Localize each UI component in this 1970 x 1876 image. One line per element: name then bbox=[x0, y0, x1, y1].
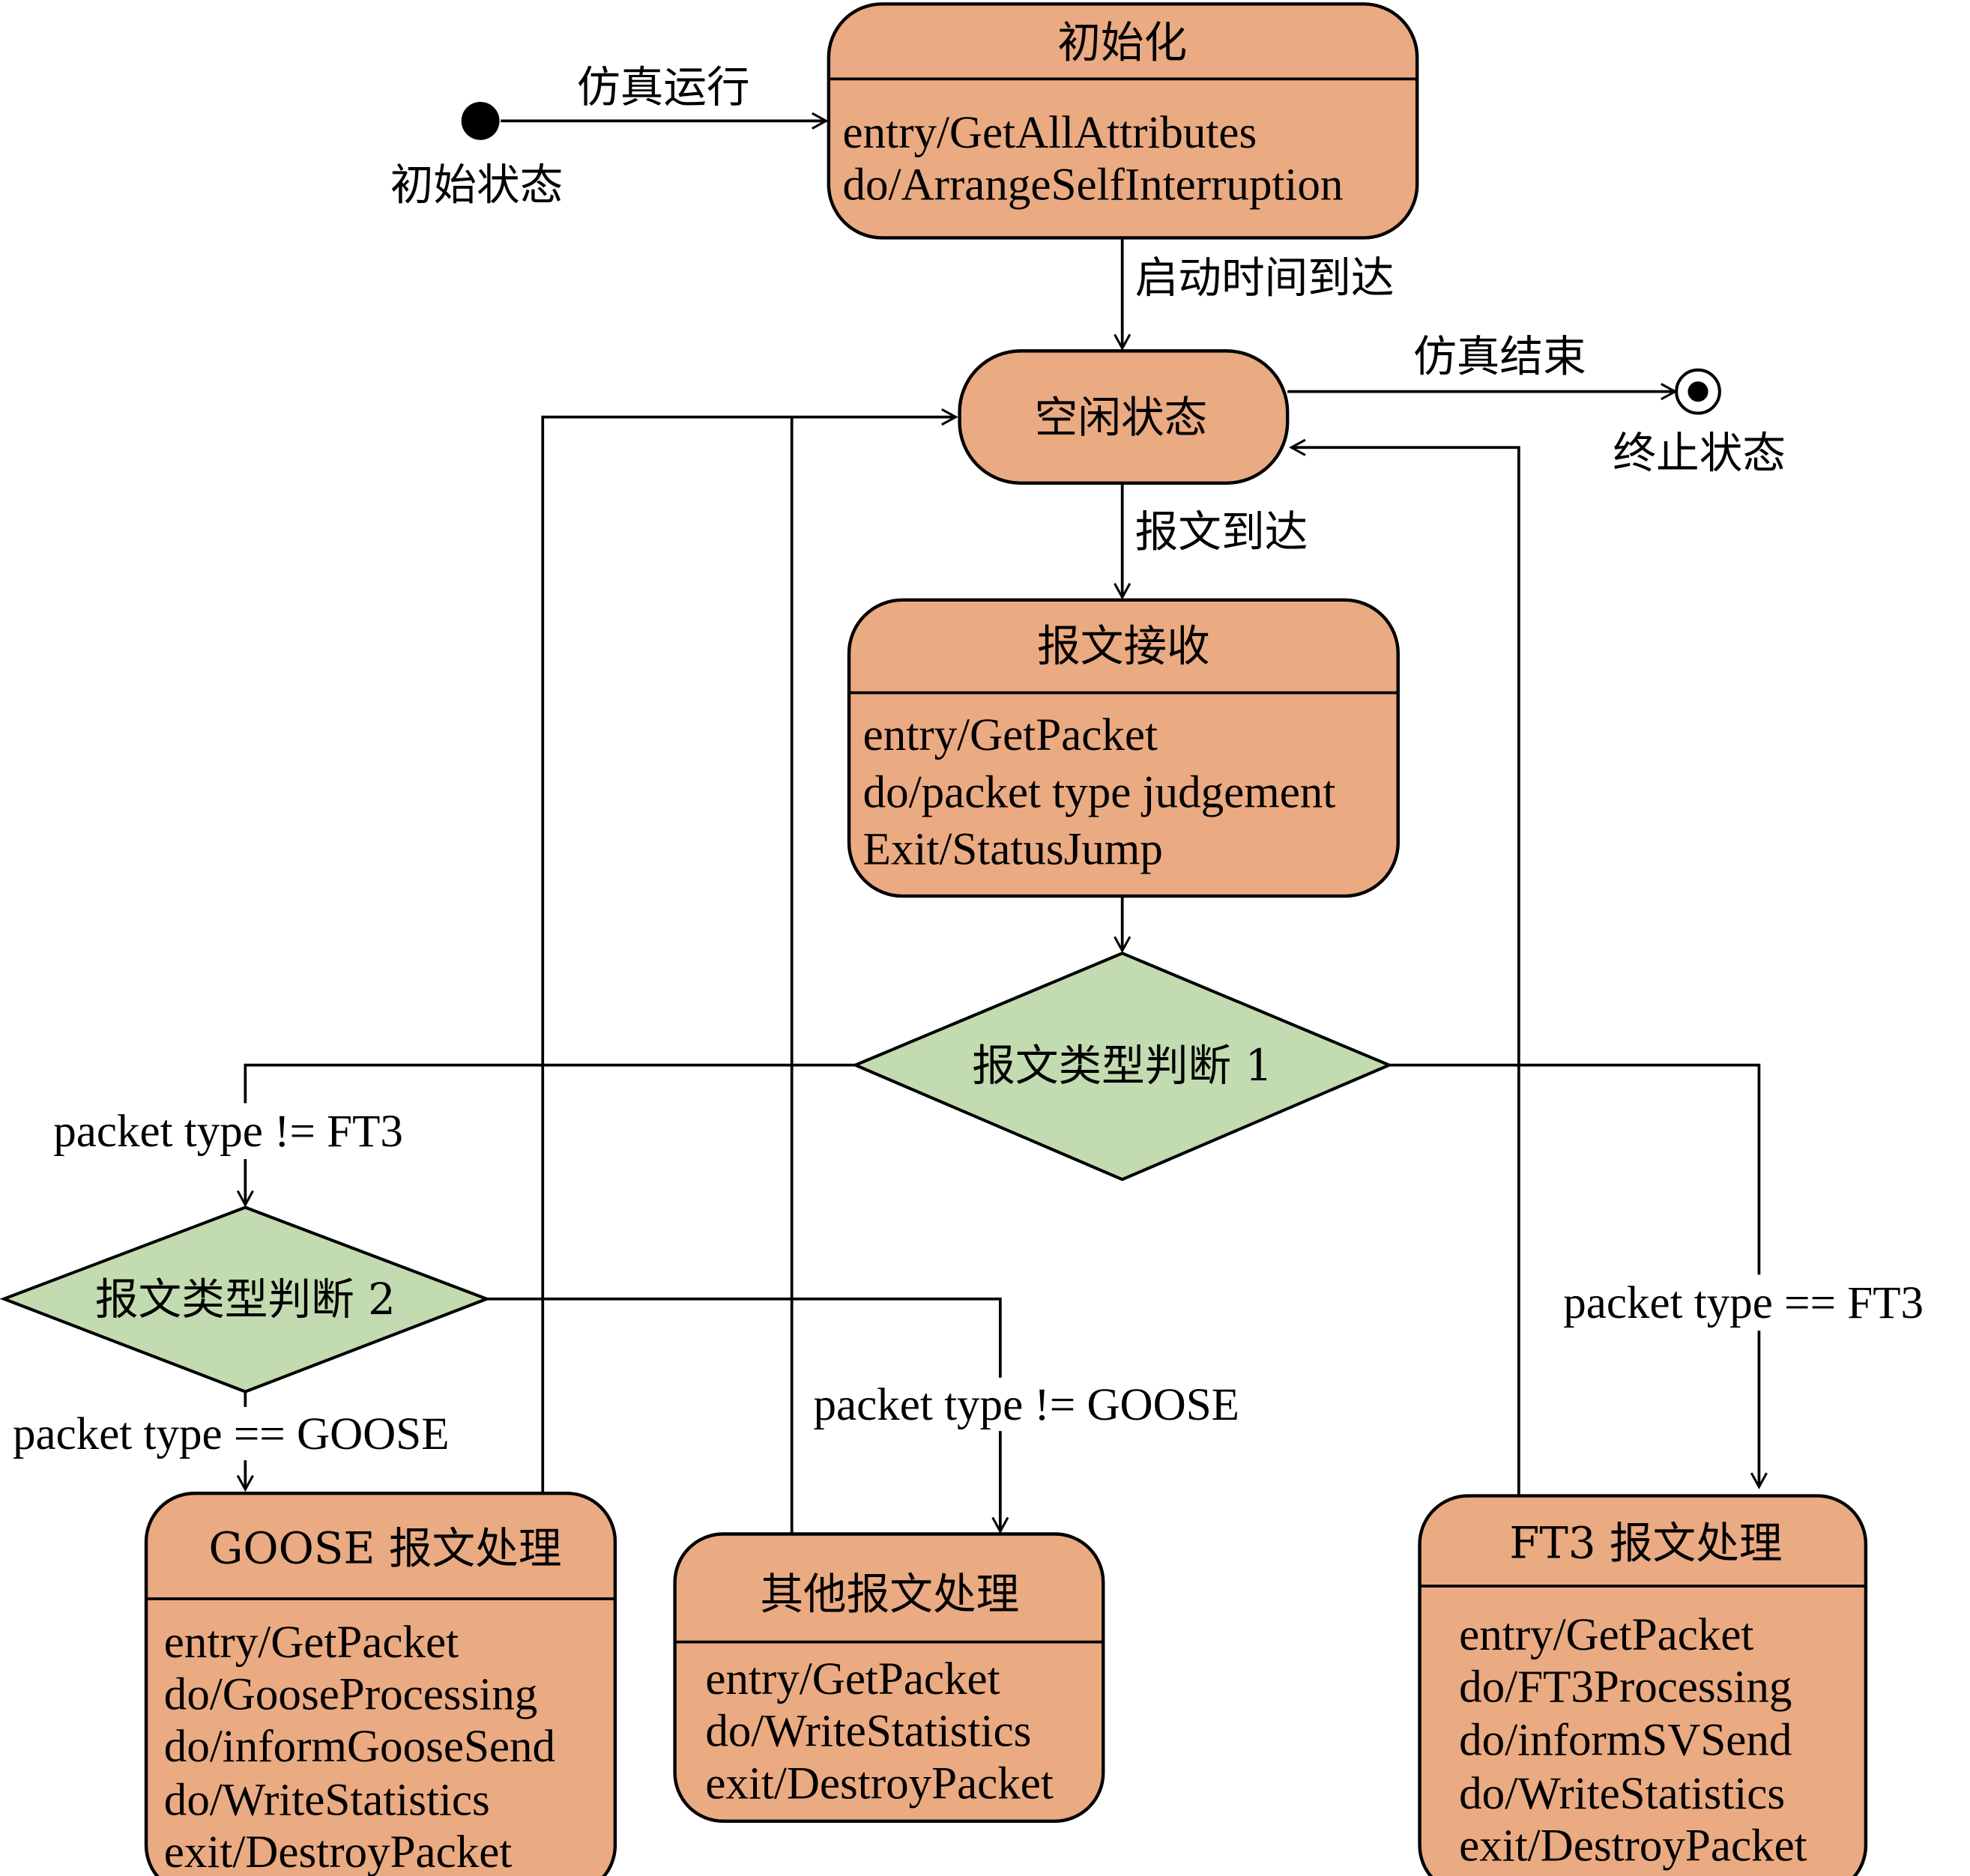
state-ft3-action: do/informSVSend bbox=[1459, 1716, 1792, 1766]
state-ft3-action: exit/DestroyPacket bbox=[1459, 1821, 1807, 1871]
transition-label-startup: 启动时间到达 bbox=[1135, 252, 1395, 303]
state-ft3-action: entry/GetPacket bbox=[1459, 1610, 1753, 1660]
state-other-action: do/WriteStatistics bbox=[705, 1707, 1031, 1757]
state-ft3-action: do/WriteStatistics bbox=[1459, 1769, 1785, 1819]
state-ft3: FT3 报文处理 entry/GetPacket do/FT3Processin… bbox=[1418, 1494, 1868, 1876]
final-state-label: 终止状态 bbox=[1613, 427, 1786, 478]
state-other-action: exit/DestroyPacket bbox=[705, 1758, 1054, 1809]
state-goose-action: exit/DestroyPacket bbox=[164, 1827, 513, 1876]
state-goose-action: entry/GetPacket bbox=[164, 1618, 459, 1668]
state-init: 初始化 entry/GetAllAttributes do/ArrangeSel… bbox=[827, 2, 1419, 240]
state-receive-action: entry/GetPacket bbox=[863, 710, 1158, 760]
state-init-action: entry/GetAllAttributes bbox=[843, 108, 1257, 158]
decision-2: 报文类型判断 2 bbox=[0, 1205, 492, 1394]
state-receive-action: do/packet type judgement bbox=[863, 767, 1336, 817]
transition-ft3-return bbox=[1289, 438, 1520, 1496]
decision-2-label: 报文类型判断 2 bbox=[95, 1274, 396, 1325]
state-other-action: entry/GetPacket bbox=[705, 1654, 1000, 1704]
transition-label-arrive: 报文到达 bbox=[1135, 506, 1308, 557]
state-init-title: 初始化 bbox=[1057, 17, 1187, 68]
transition-goose-return bbox=[541, 408, 958, 1494]
state-receive-title: 报文接收 bbox=[1037, 620, 1210, 671]
state-goose-action: do/informGooseSend bbox=[164, 1722, 555, 1772]
state-goose-action: do/WriteStatistics bbox=[164, 1775, 490, 1825]
initial-state-dot bbox=[461, 101, 500, 140]
transition-label-is-goose: packet type == GOOSE bbox=[13, 1409, 450, 1459]
state-idle: 空闲状态 bbox=[958, 349, 1290, 485]
state-receive-action: Exit/StatusJump bbox=[863, 825, 1163, 875]
state-other: 其他报文处理 entry/GetPacket do/WriteStatistic… bbox=[673, 1532, 1105, 1824]
initial-state-label: 初始状态 bbox=[390, 160, 563, 211]
state-ft3-action: do/FT3Processing bbox=[1459, 1662, 1792, 1712]
decision-1: 报文类型判断 1 bbox=[851, 951, 1394, 1181]
state-goose-title: GOOSE 报文处理 bbox=[208, 1522, 561, 1573]
state-init-action: do/ArrangeSelfInterruption bbox=[843, 160, 1344, 211]
state-other-title: 其他报文处理 bbox=[760, 1569, 1019, 1620]
transition-label-not-ft3: packet type != FT3 bbox=[53, 1107, 403, 1157]
state-receive: 报文接收 entry/GetPacket do/packet type judg… bbox=[847, 598, 1400, 898]
transition-not-goose bbox=[486, 1297, 1009, 1534]
transition-is-ft3 bbox=[1389, 1063, 1768, 1489]
state-goose: GOOSE 报文处理 entry/GetPacket do/GooseProce… bbox=[144, 1492, 617, 1876]
state-ft3-title: FT3 报文处理 bbox=[1509, 1518, 1782, 1569]
state-goose-action: do/GooseProcessing bbox=[164, 1670, 538, 1720]
state-idle-title: 空闲状态 bbox=[1035, 392, 1208, 443]
transition-label-is-ft3: packet type == FT3 bbox=[1563, 1278, 1924, 1328]
transition-label-not-goose: packet type != GOOSE bbox=[814, 1380, 1239, 1430]
transition-label-start: 仿真运行 bbox=[577, 61, 750, 112]
decision-1-label: 报文类型判断 1 bbox=[972, 1040, 1272, 1091]
transition-label-end: 仿真结束 bbox=[1413, 331, 1586, 382]
final-state bbox=[1675, 368, 1721, 415]
